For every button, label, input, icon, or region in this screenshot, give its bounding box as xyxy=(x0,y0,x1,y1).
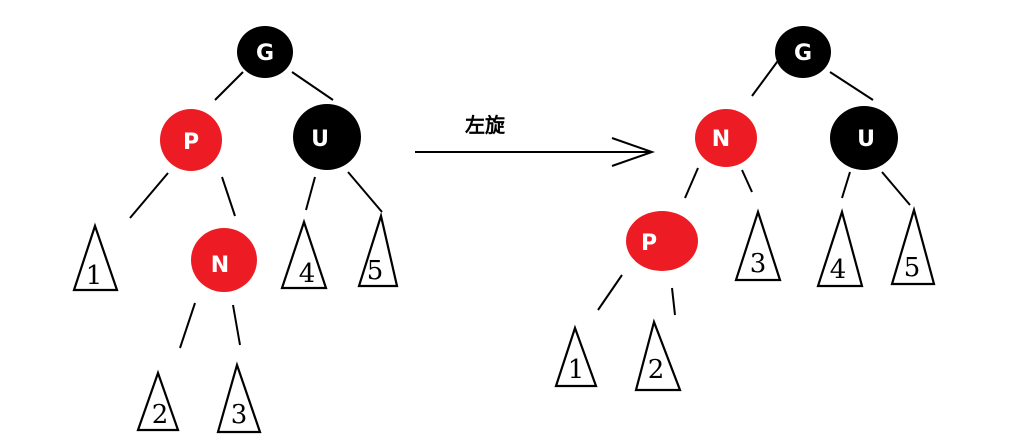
svg-text:P: P xyxy=(183,130,199,155)
edge-g-u xyxy=(291,71,334,101)
node-u-after: U xyxy=(830,106,898,170)
svg-text:5: 5 xyxy=(904,253,921,283)
svg-text:3: 3 xyxy=(750,249,767,279)
edge-n-t3 xyxy=(232,304,241,346)
node-n-before: N xyxy=(191,228,257,292)
svg-text:1: 1 xyxy=(86,261,103,291)
node-g-after: G xyxy=(775,26,831,78)
svg-text:4: 4 xyxy=(830,255,847,285)
svg-text:N: N xyxy=(712,127,730,152)
svg-text:5: 5 xyxy=(367,256,384,286)
edge-n-t3 xyxy=(741,169,753,193)
node-p-after: P xyxy=(626,211,698,271)
node-g-before: G xyxy=(237,26,293,78)
subtree-3-before: 3 xyxy=(216,361,262,434)
svg-text:N: N xyxy=(211,253,229,278)
edge-p-t1 xyxy=(597,274,623,311)
svg-text:2: 2 xyxy=(152,400,169,430)
subtree-3-after: 3 xyxy=(734,208,782,282)
edge-u-t5 xyxy=(347,171,383,213)
svg-text:P: P xyxy=(641,231,657,256)
edge-n-t2 xyxy=(179,302,196,349)
node-n-after: N xyxy=(695,109,757,167)
edge-g-p xyxy=(214,71,244,101)
node-u-before: U xyxy=(293,104,361,170)
subtree-2-after: 2 xyxy=(634,318,682,392)
rotation-label: 左旋 xyxy=(465,113,506,137)
arrow-head-icon xyxy=(611,137,656,167)
svg-text:G: G xyxy=(256,41,274,66)
edge-u-t5 xyxy=(881,171,911,206)
svg-text:U: U xyxy=(857,127,875,152)
edge-n-p xyxy=(684,167,699,199)
tree-after: G N U P 3 4 5 1 xyxy=(554,26,936,392)
svg-text:G: G xyxy=(794,41,812,66)
svg-text:2: 2 xyxy=(648,355,665,385)
node-p-before: P xyxy=(160,109,222,171)
subtree-1-after: 1 xyxy=(554,324,598,388)
edge-p-t1 xyxy=(129,172,169,219)
edge-p-t2 xyxy=(671,287,676,316)
edge-u-t4 xyxy=(305,176,316,211)
subtree-4-before: 4 xyxy=(280,218,328,290)
subtree-5-before: 5 xyxy=(357,211,399,288)
subtree-4-after: 4 xyxy=(816,208,864,288)
subtree-5-after: 5 xyxy=(890,205,936,286)
tree-before: G P U N 1 4 5 2 xyxy=(72,26,399,434)
subtree-2-before: 2 xyxy=(136,369,180,432)
rotation-arrow: 左旋 xyxy=(415,113,656,167)
edge-g-u xyxy=(829,71,874,101)
svg-text:3: 3 xyxy=(231,400,248,430)
svg-text:4: 4 xyxy=(299,259,316,289)
svg-text:U: U xyxy=(311,127,329,152)
subtree-1-before: 1 xyxy=(72,222,119,292)
edge-u-t4 xyxy=(841,171,851,199)
edge-p-n xyxy=(221,176,236,217)
svg-text:1: 1 xyxy=(568,355,585,385)
edge-g-n xyxy=(751,57,781,97)
